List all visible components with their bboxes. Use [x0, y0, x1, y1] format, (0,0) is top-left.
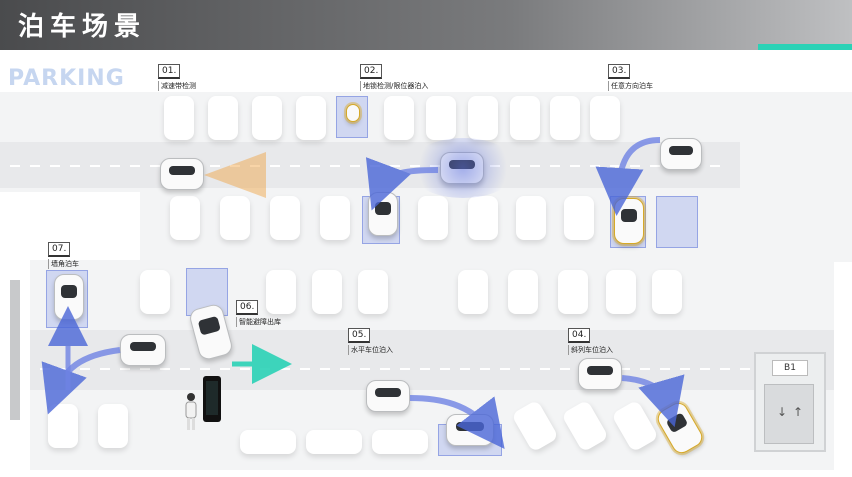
parking-slot: [208, 96, 238, 140]
car: [578, 358, 622, 390]
parking-slot: [468, 96, 498, 140]
step-label: 水平车位泊入: [348, 345, 393, 355]
floor-sign: B1: [772, 360, 808, 376]
step-02: 02. 地锁检测/限位器泊入: [360, 58, 428, 91]
person-icon: [185, 393, 197, 430]
parking-slot: [384, 96, 414, 140]
parking-slot: [508, 270, 538, 314]
step-number: 01.: [158, 64, 181, 79]
parking-slot: [516, 196, 546, 240]
wall: [10, 280, 20, 420]
elevator: B1 ↓ ↑: [754, 352, 826, 452]
step-label: 斜列车位泊入: [568, 345, 613, 355]
parking-slot: [510, 96, 540, 140]
parking-slot: [296, 96, 326, 140]
step-number: 02.: [360, 64, 383, 79]
step-number: 06.: [236, 300, 259, 315]
page-title: 泊车场景: [18, 12, 147, 42]
parking-slot: [590, 96, 620, 140]
parking-slot: [270, 196, 300, 240]
step-number: 07.: [48, 242, 71, 257]
step-label: 智能避障出库: [236, 317, 281, 327]
parking-slot: [606, 270, 636, 314]
arrow-down-icon: ↓: [777, 405, 788, 419]
elevator-door: ↓ ↑: [764, 384, 814, 444]
step-label: 减速带检测: [158, 81, 196, 91]
parking-slot: [164, 96, 194, 140]
parking-slot: [468, 196, 498, 240]
step-label: 地锁检测/限位器泊入: [360, 81, 428, 91]
arrow-up-icon: ↑: [793, 405, 804, 419]
parking-slot: [372, 430, 428, 454]
parking-slot: [170, 196, 200, 240]
parking-slot: [564, 196, 594, 240]
step-01: 01. 减速带检测: [158, 58, 196, 91]
parking-slot: [140, 270, 170, 314]
step-number: 03.: [608, 64, 631, 79]
car: [346, 104, 360, 122]
lock-slot-highlight: [336, 96, 368, 138]
car: [660, 138, 702, 170]
step-04: 04. 斜列车位泊入: [568, 322, 613, 355]
parking-slot: [550, 96, 580, 140]
accent-bar: [758, 44, 852, 50]
step-03: 03. 任意方向泊车: [608, 58, 653, 91]
parking-slot: [98, 404, 128, 448]
target-slot-highlight: [656, 196, 698, 248]
parking-slot: [252, 96, 282, 140]
parking-slot: [220, 196, 250, 240]
camera-detect-icon: [204, 152, 266, 198]
parking-slot: [558, 270, 588, 314]
step-label: 任意方向泊车: [608, 81, 653, 91]
step-06: 06. 智能避障出库: [236, 294, 281, 327]
parking-watermark: PARKING: [8, 66, 125, 91]
car: [366, 380, 410, 412]
car: [160, 158, 204, 190]
title-banner: [0, 0, 852, 50]
phone-icon: [203, 376, 221, 422]
parking-slot: [358, 270, 388, 314]
parking-slot: [240, 430, 296, 454]
parking-slot: [418, 196, 448, 240]
parking-slot: [306, 430, 362, 454]
step-07: 07. 墙角泊车: [48, 236, 79, 269]
step-label: 墙角泊车: [48, 259, 79, 269]
step-number: 05.: [348, 328, 371, 343]
step-05: 05. 水平车位泊入: [348, 322, 393, 355]
step-number: 04.: [568, 328, 591, 343]
lane-marking-lower: [40, 368, 820, 370]
parking-slot: [266, 270, 296, 314]
car: [120, 334, 166, 366]
parking-slot: [458, 270, 488, 314]
parking-slot: [426, 96, 456, 140]
parking-slot: [320, 196, 350, 240]
parking-slot: [652, 270, 682, 314]
parking-slot: [312, 270, 342, 314]
